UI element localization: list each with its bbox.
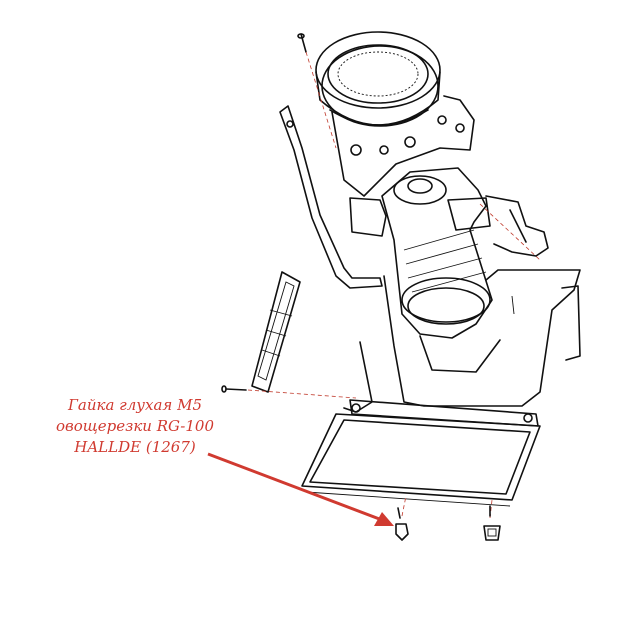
motor-column — [381, 167, 493, 339]
acorn-nut-m5 — [395, 507, 409, 541]
side-bracket — [349, 195, 549, 257]
top-screw — [297, 33, 307, 53]
callout-arrow — [207, 452, 394, 526]
lever-arm — [279, 105, 383, 289]
callout-line-1: Гайка глухая М5 — [67, 396, 203, 414]
callout-line-3: HALLDE (1267) — [74, 438, 196, 456]
ring-gear-housing — [315, 31, 441, 127]
callout-label: Гайка глухая М5 овощерезки RG-100 HALLDE… — [40, 395, 230, 458]
callout-line-2: овощерезки RG-100 — [56, 417, 214, 435]
side-screw — [221, 385, 247, 393]
grate-panel — [251, 271, 301, 393]
chute — [343, 269, 581, 413]
mounting-plate — [331, 95, 475, 197]
bottom-clip — [483, 505, 501, 541]
base-frame — [301, 399, 541, 507]
